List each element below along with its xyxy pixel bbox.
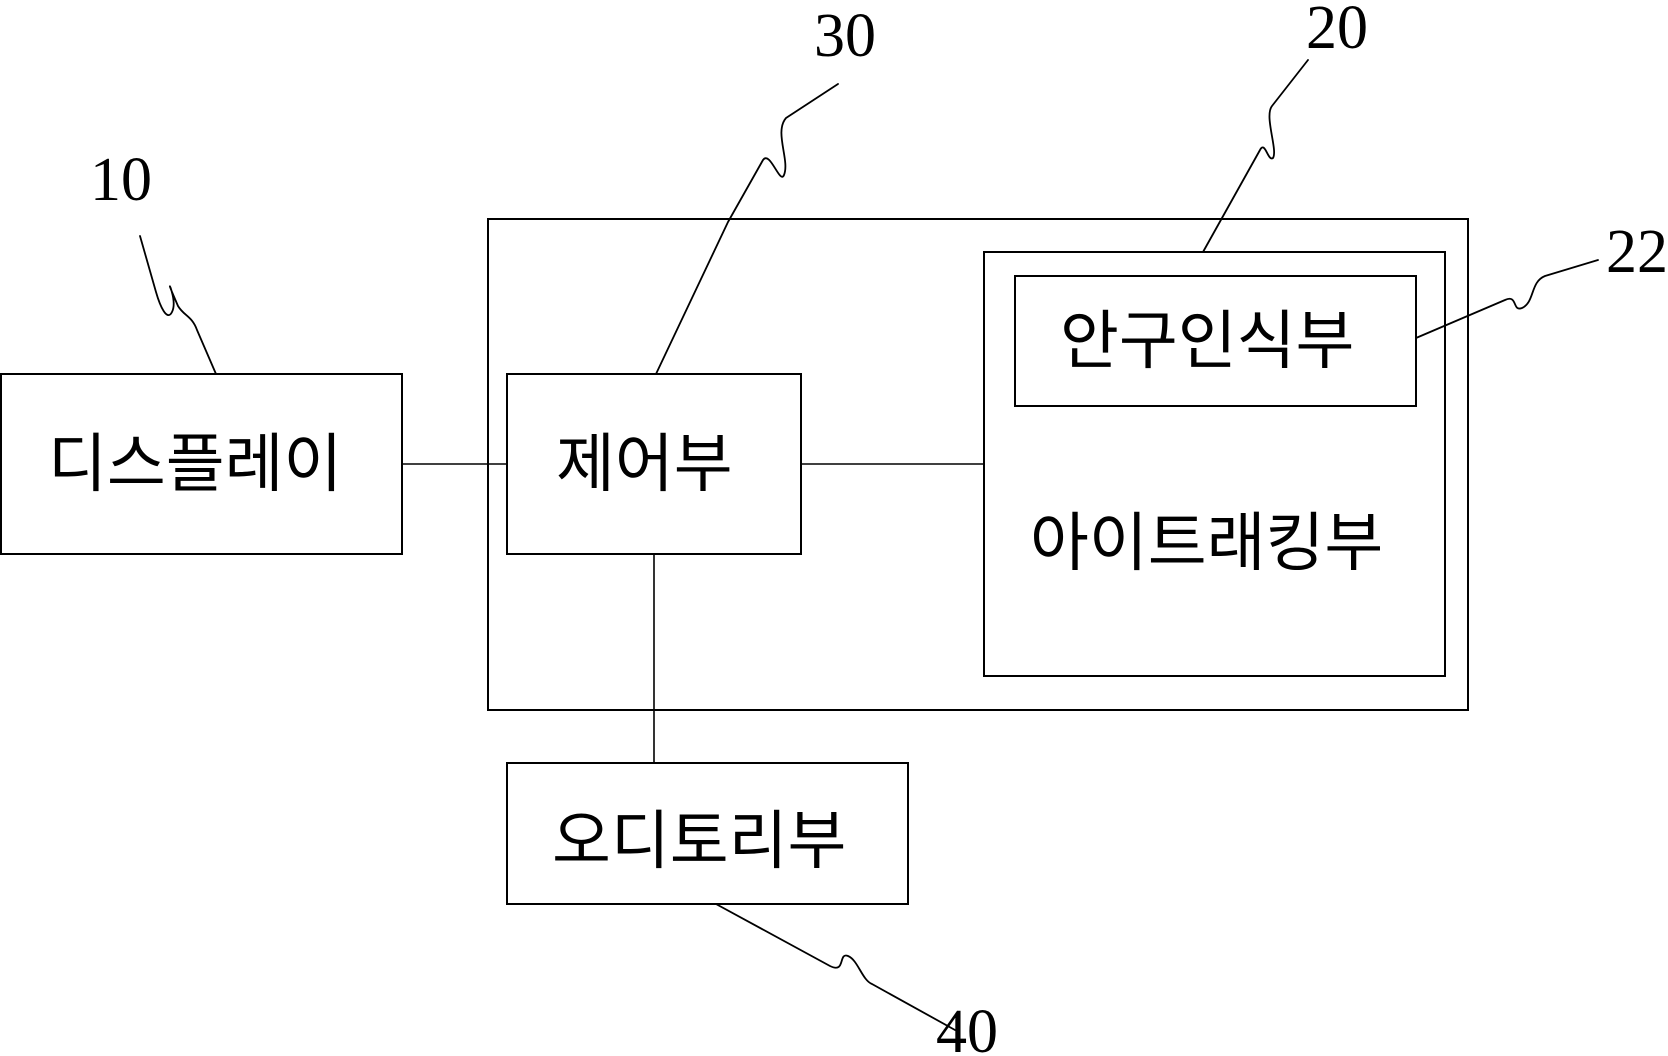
ref-30: 30: [814, 2, 876, 70]
ref-22: 22: [1606, 218, 1668, 286]
ref-20: 20: [1306, 0, 1368, 62]
eye-tracking-label: 아이트래킹부: [1030, 507, 1383, 581]
leader-10: [140, 236, 216, 374]
ref-40: 40: [936, 998, 998, 1056]
leader-40: [716, 904, 955, 1030]
ref-10: 10: [90, 146, 152, 214]
eye-recognition-label: 안구인식부: [1060, 305, 1354, 379]
display-label: 디스플레이: [48, 428, 342, 502]
auditory-label: 오디토리부: [552, 805, 846, 879]
control-label: 제어부: [556, 428, 733, 502]
